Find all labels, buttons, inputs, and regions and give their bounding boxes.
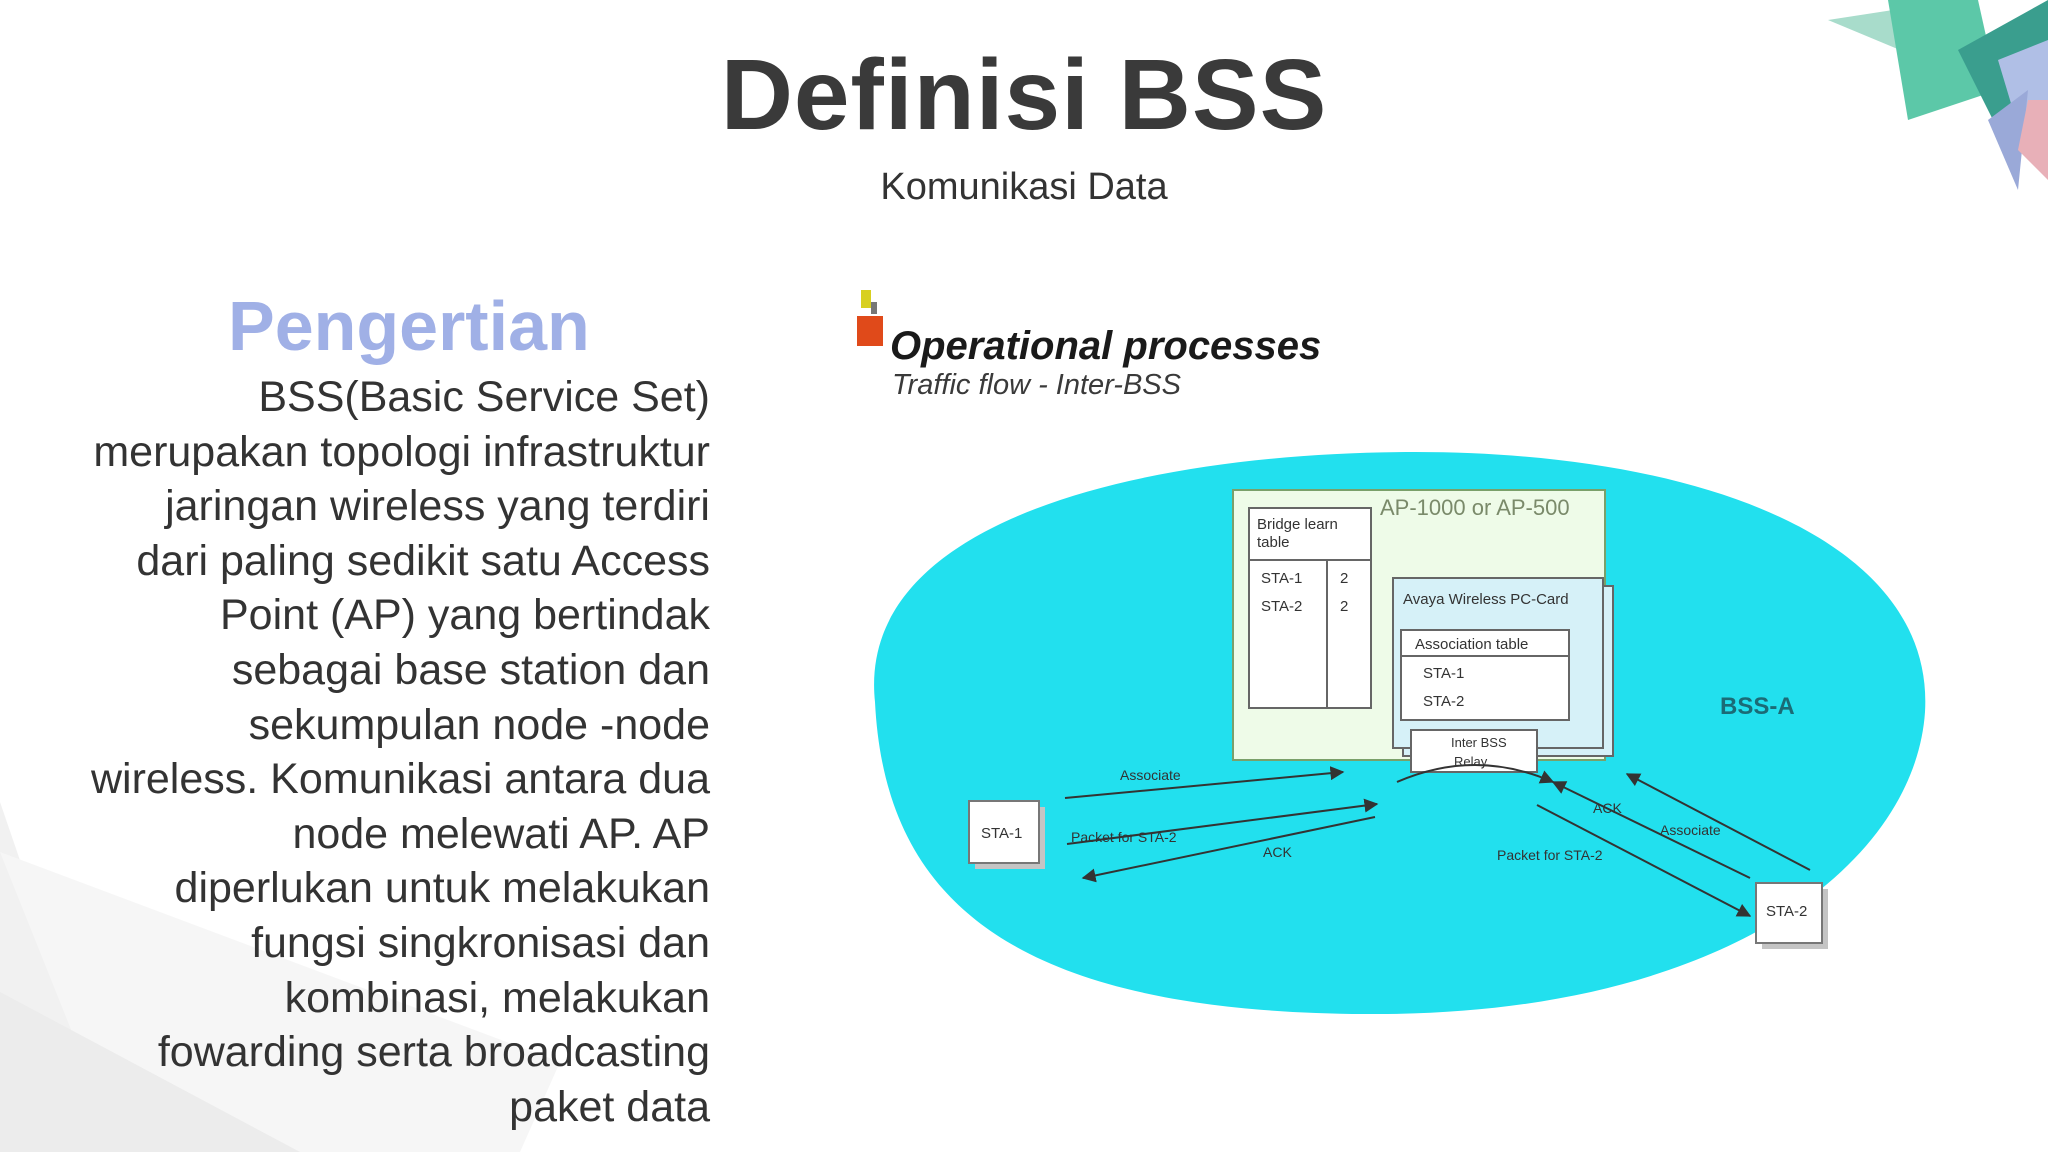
arrow-label: ACK	[1593, 800, 1622, 816]
arrow-associate-left	[1064, 766, 1345, 799]
arrow-ack-left	[1081, 816, 1376, 883]
slide-title: Definisi BSS	[720, 39, 1328, 151]
bullet-icon	[857, 290, 883, 346]
station-sta1: STA-1	[968, 800, 1045, 869]
section-heading: Pengertian	[228, 287, 590, 365]
bridge-row-port: 2	[1340, 570, 1348, 587]
bridge-table: Bridge learn table STA-1 2 STA-2 2	[1248, 507, 1372, 709]
definition-section: Pengertian BSS(Basic Service Set) merupa…	[90, 286, 710, 1134]
pc-card-box: Avaya Wireless PC-Card Association table…	[1392, 577, 1614, 784]
diagram-heading: Operational processes	[890, 324, 1321, 368]
relay-label-2: Relay	[1454, 754, 1488, 769]
arrow-ack-right	[1551, 781, 1751, 879]
bridge-table-title: Bridge learn	[1257, 516, 1338, 533]
diagram-subheading: Traffic flow - Inter-BSS	[892, 369, 1182, 401]
arrow-packet-left	[1066, 798, 1379, 845]
bss-diagram: Operational processes Traffic flow - Int…	[845, 282, 1945, 1027]
arrow-label: Packet for STA-2	[1071, 829, 1177, 845]
station-label: STA-1	[981, 825, 1022, 842]
arrow-label: Packet for STA-2	[1497, 847, 1603, 863]
relay-label: Inter BSS	[1451, 735, 1507, 750]
corner-decoration	[1828, 0, 2048, 190]
background-shape	[0, 802, 560, 1152]
station-sta2: STA-2	[1755, 882, 1828, 949]
slide-subtitle: Komunikasi Data	[880, 166, 1168, 208]
arrow-associate-right	[1625, 773, 1811, 871]
bss-label: BSS-A	[1720, 693, 1795, 720]
bridge-row-port: 2	[1340, 598, 1348, 615]
arrow-packet-right	[1536, 804, 1752, 917]
arrow-label: ACK	[1263, 844, 1292, 860]
assoc-table-title: Association table	[1415, 636, 1528, 653]
bridge-row-sta: STA-1	[1261, 570, 1302, 587]
station-label: STA-2	[1766, 903, 1807, 920]
assoc-row: STA-1	[1423, 665, 1464, 682]
assoc-row: STA-2	[1423, 693, 1464, 710]
ap-label: AP-1000 or AP-500	[1380, 495, 1570, 520]
bridge-row-sta: STA-2	[1261, 598, 1302, 615]
arrow-label: Associate	[1120, 767, 1181, 783]
pc-card-label: Avaya Wireless PC-Card	[1403, 591, 1569, 608]
definition-text: BSS(Basic Service Set) merupakan topolog…	[90, 373, 710, 1131]
arrow-label: Associate	[1660, 822, 1721, 838]
bss-diagram-svg: Operational processes Traffic flow - Int…	[857, 290, 1926, 1015]
bridge-table-title-2: table	[1257, 534, 1290, 551]
